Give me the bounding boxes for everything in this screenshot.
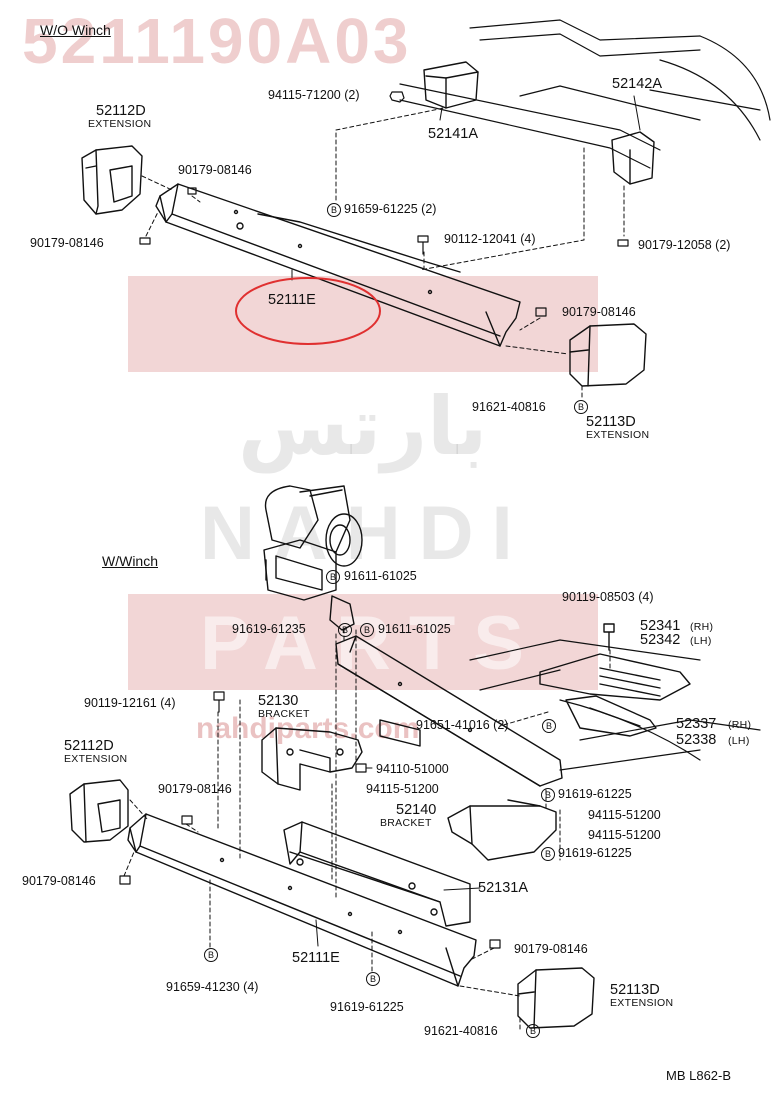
diagram-code: MB L862-B	[666, 1068, 732, 1083]
watermark-band-bottom	[128, 594, 598, 690]
label-91619-61225-c: 91619-61225	[330, 1000, 404, 1014]
label-90179-08146-b: 90179-08146	[30, 236, 104, 250]
label-52112D: 52112D	[96, 103, 146, 119]
label-90119-12161: 90119-12161 (4)	[84, 696, 176, 710]
badge-91619-61225-a: B	[541, 788, 555, 802]
label-91621-40816: 91621-40816	[472, 400, 546, 414]
winch-unit	[263, 485, 363, 631]
bracket-52141a	[423, 61, 479, 109]
label-52338-side: (LH)	[728, 735, 750, 747]
label-52337: 52337	[676, 716, 717, 732]
label-52112D-sub: EXTENSION	[88, 118, 152, 130]
label-52337-side: (RH)	[728, 719, 752, 731]
label-52131A: 52131A	[478, 880, 528, 896]
label-52113D: 52113D	[586, 414, 636, 430]
badge-91621-40816: B	[574, 400, 588, 414]
label-52140: 52140	[396, 802, 437, 818]
extension-52113d-top	[569, 323, 647, 387]
label-91619-61235: 91619-61235	[232, 622, 306, 636]
label-91659-61225: 91659-61225 (2)	[344, 202, 437, 216]
label-52113D-sub: EXTENSION	[586, 429, 650, 441]
label-94115-51200-b: 94115-51200	[588, 808, 661, 822]
label-90179-08146-c: 90179-08146	[562, 305, 636, 319]
watermark-code: 5211190A03	[22, 5, 412, 77]
section-heading-bottom: W/Winch	[102, 553, 158, 569]
label-90179-12058: 90179-12058 (2)	[638, 238, 731, 252]
label-91619-61225-a: 91619-61225	[558, 787, 632, 801]
label-52112D-b-sub: EXTENSION	[64, 753, 128, 765]
label-91611-61025-a: 91611-61025	[344, 569, 417, 583]
label-52341: 52341	[640, 618, 681, 634]
label-52111E-b: 52111E	[292, 950, 340, 966]
label-91621-40816-b: 91621-40816	[424, 1024, 498, 1038]
badge-91611-61025-a: B	[326, 570, 340, 584]
label-90119-08503: 90119-08503 (4)	[562, 590, 654, 604]
watermark-arabic: بارتس	[238, 380, 488, 473]
badge-91619-61225-c: B	[366, 972, 380, 986]
label-90179-08146-d: 90179-08146	[158, 782, 232, 796]
label-52130: 52130	[258, 693, 299, 709]
label-52140-sub: BRACKET	[380, 817, 432, 829]
label-90179-08146-e: 90179-08146	[22, 874, 96, 888]
label-90112-12041: 90112-12041 (4)	[444, 232, 536, 246]
badge-91659-61225: B	[327, 203, 341, 217]
label-94115-71200: 94115-71200 (2)	[268, 88, 360, 102]
frame-top	[399, 19, 771, 169]
watermark-band-top	[128, 276, 598, 372]
fasteners-top	[139, 91, 629, 317]
extension-52112d-top	[81, 145, 143, 215]
label-52338: 52338	[676, 732, 717, 748]
label-52113D-b: 52113D	[610, 982, 660, 998]
label-52113D-b-sub: EXTENSION	[610, 997, 674, 1009]
watermark-url: nahdiparts.com	[196, 712, 420, 745]
label-52112D-b: 52112D	[64, 738, 114, 754]
label-91659-41230: 91659-41230 (4)	[166, 980, 259, 994]
badge-91621-40816-b: B	[526, 1024, 540, 1038]
label-90179-08146-a: 90179-08146	[178, 163, 252, 177]
bracket-52130	[261, 719, 421, 791]
label-52130-sub: BRACKET	[258, 708, 310, 720]
badge-91659-41230: B	[204, 948, 218, 962]
leader-lines-bottom	[123, 625, 611, 1031]
bracket-52142a	[611, 131, 655, 185]
label-52111E: 52111E	[268, 292, 316, 308]
label-52342-side: (LH)	[690, 635, 712, 647]
label-52341-side: (RH)	[690, 621, 714, 633]
section-heading-top: W/O Winch	[40, 22, 111, 38]
badge-91619-61235: B	[338, 623, 352, 637]
plate-52341	[539, 623, 691, 701]
watermark-word-parts: PARTS	[200, 601, 542, 686]
label-91651-41016: 91651-41016 (2)	[416, 718, 509, 732]
fasteners-bottom	[119, 691, 501, 949]
watermark-word-nahdi: NAHDI	[200, 491, 531, 576]
label-52342: 52342	[640, 632, 681, 648]
label-91611-61025-b: 91611-61025	[378, 622, 451, 636]
label-52141A: 52141A	[428, 126, 478, 142]
badge-91619-61225-b: B	[541, 847, 555, 861]
label-94110-51000: 94110-51000	[376, 762, 449, 776]
leader-lines-top	[141, 107, 625, 401]
extension-52112d-bottom	[69, 779, 129, 843]
label-94115-51200-c: 94115-51200	[588, 828, 661, 842]
label-52142A: 52142A	[612, 76, 662, 92]
bracket-52140	[447, 799, 557, 861]
plate-52337	[565, 695, 657, 737]
badge-91611-61025-b: B	[360, 623, 374, 637]
highlight-ellipse	[235, 277, 381, 345]
badge-91651-41016: B	[542, 719, 556, 733]
extension-52113d-bottom	[517, 967, 595, 1029]
label-90179-08146-f: 90179-08146	[514, 942, 588, 956]
bumper-beam-bottom	[127, 813, 477, 987]
leader-solid	[291, 95, 641, 947]
label-91619-61225-b: 91619-61225	[558, 846, 632, 860]
label-94115-51200-a: 94115-51200	[366, 782, 439, 796]
bracket-52131a	[283, 821, 471, 927]
winch-plate	[335, 635, 563, 787]
